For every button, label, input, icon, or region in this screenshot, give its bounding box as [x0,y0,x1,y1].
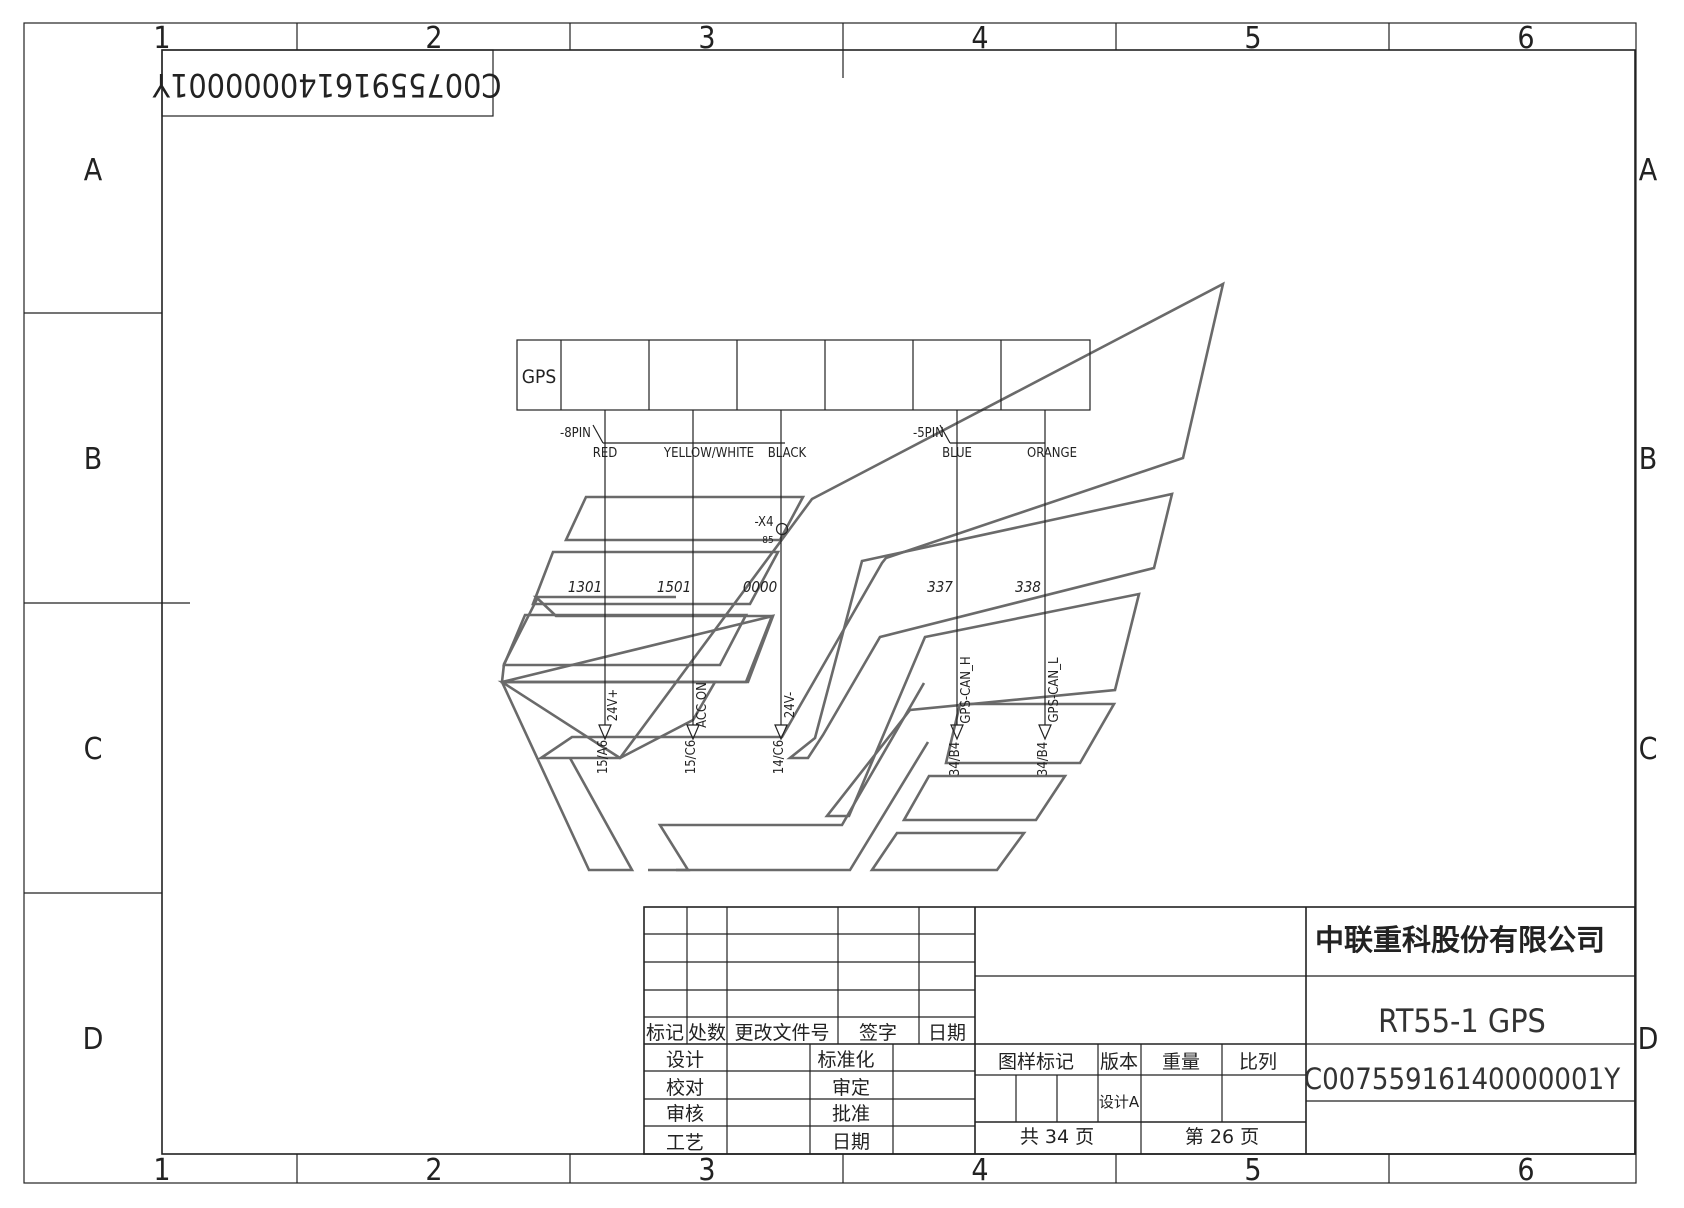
label-standard: 标准化 [817,1049,874,1071]
label-design: 设计 [666,1049,704,1071]
col-label: 3 [698,21,715,56]
col-label: 1 [153,21,170,56]
column-labels-top: 1 2 3 4 5 6 [153,21,1534,56]
terminal-pin: 85 [762,535,773,546]
wire-signal: GPS-CAN_L [1047,657,1062,723]
rev-header-sign: 签字 [859,1022,897,1044]
label-weight: 重量 [1162,1051,1200,1073]
row-label: A [84,153,103,188]
gps-device: GPS [516,339,1091,411]
gps-label: GPS [522,366,556,388]
wire-ref: 15/A6 [596,740,611,774]
label-date: 日期 [832,1131,870,1153]
col-label: 2 [425,21,442,56]
col-label: 4 [971,21,988,56]
wire-color-label: BLACK [768,446,807,461]
column-labels-bottom: 1 2 3 4 5 6 [153,1153,1534,1188]
wire-red: RED 1301 24V+ 15/A6 [568,410,621,774]
label-version: 版本 [1100,1051,1138,1073]
label-check: 校对 [666,1077,704,1099]
row-label: C [1639,732,1658,767]
label-review: 审核 [666,1103,704,1125]
title-block: 标记 处数 更改文件号 签字 日期 设计 校对 审核 工艺 标准化 审定 批准 … [643,906,1636,1155]
wire-number: 338 [1015,578,1041,596]
row-label: C [84,732,103,767]
company-name: 中联重科股份有限公司 [1315,923,1605,957]
wire-number: 337 [927,578,953,596]
wire-ref: 14/C6 [772,740,787,774]
wire-orange: ORANGE 338 GPS-CAN_L 34/B4 [1015,410,1077,776]
drawing-number: C00755916140000001Y [1304,1062,1621,1096]
col-label: 5 [1244,21,1261,56]
rev-header-doc: 更改文件号 [734,1022,829,1044]
drawing-title: RT55-1 GPS [1378,1002,1546,1040]
wire-number: 1501 [657,578,691,596]
wire-color-label: RED [593,446,618,461]
row-label: B [1639,442,1658,477]
col-label: 6 [1517,21,1534,56]
terminal-label: -X4 [754,515,773,530]
wire-color-label: YELLOW/WHITE [663,446,754,461]
page-number: 第 26 页 [1185,1126,1259,1148]
row-label: A [1639,153,1658,188]
wire-ref: 34/B4 [948,742,963,776]
row-labels-left: A B C D [83,153,104,1057]
wire-blue: BLUE 337 GPS-CAN_H 34/B4 [927,410,974,776]
stamp-code-text: C00755916140000001Y [152,66,501,104]
rev-header-date: 日期 [928,1022,966,1044]
row-label: D [1638,1022,1659,1057]
wire-number: 0000 [743,578,777,596]
connector-5pin-label: -5PIN [913,426,944,441]
label-process: 工艺 [666,1132,704,1154]
wire-yellow-white: YELLOW/WHITE 1501 ACC ON 15/C6 [657,410,754,774]
company-logo-watermark [497,281,1225,872]
col-label: 1 [153,1153,170,1188]
drawing-code-stamp: C00755916140000001Y [152,49,502,117]
wire-number: 1301 [568,578,602,596]
wire-color-label: BLUE [942,446,972,461]
wire-signal: 24V+ [606,689,621,722]
col-label: 5 [1244,1153,1261,1188]
row-label: D [83,1022,104,1057]
rev-header-count: 处数 [688,1022,726,1044]
label-approve-review: 审定 [832,1077,870,1099]
wire-signal: GPS-CAN_H [959,656,974,723]
col-label: 2 [425,1153,442,1188]
wire-ref: 34/B4 [1036,742,1051,776]
row-dividers [24,312,1636,894]
version-value: 设计A [1099,1093,1140,1111]
connector-5pin: -5PIN [913,424,1045,444]
column-ticks-bottom [296,1154,1390,1183]
row-label: B [84,442,103,477]
column-ticks-top [296,23,1390,78]
total-pages: 共 34 页 [1020,1126,1094,1148]
rev-header-mark: 标记 [646,1022,684,1044]
connector-8pin-label: -8PIN [560,426,591,441]
col-label: 4 [971,1153,988,1188]
inner-frame [161,49,1636,1155]
wire-signal: 24V- [783,692,798,718]
wire-signal: ACC ON [695,682,710,728]
label-scale: 比列 [1239,1051,1277,1073]
label-approve: 批准 [832,1103,870,1125]
connector-8pin: -8PIN [560,424,785,444]
wire-black: BLACK 0000 24V- 14/C6 [743,410,807,774]
label-sample-mark: 图样标记 [998,1051,1074,1073]
wire-ref: 15/C6 [684,740,699,774]
wire-color-label: ORANGE [1027,446,1077,461]
col-label: 3 [698,1153,715,1188]
col-label: 6 [1517,1153,1534,1188]
row-labels-right: A B C D [1638,153,1659,1057]
terminal-x4: -X4 85 [754,515,789,546]
